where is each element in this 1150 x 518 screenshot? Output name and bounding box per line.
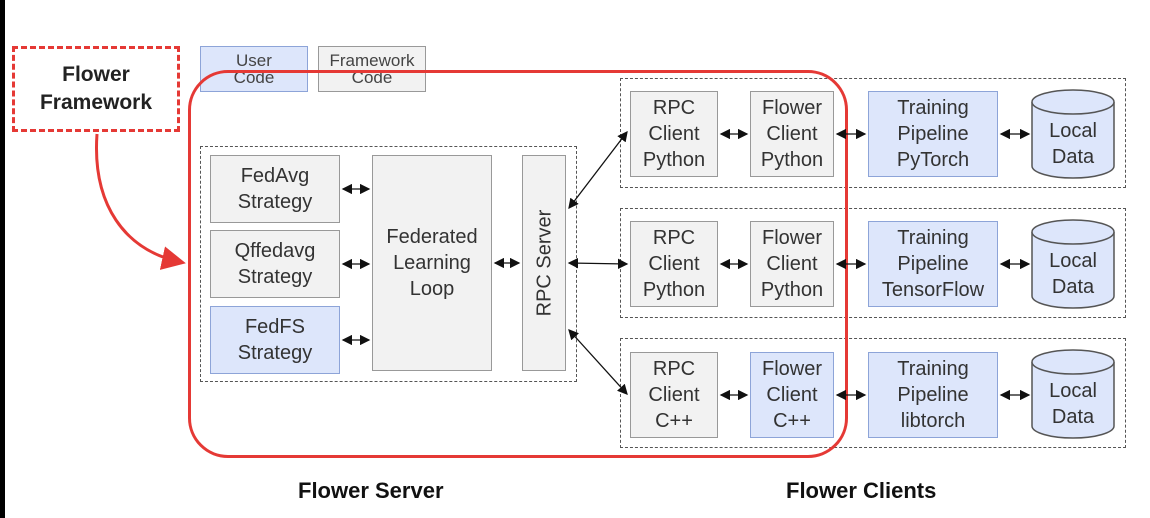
flower-framework-arrow <box>95 133 186 270</box>
training-pipeline-pytorch: Training Pipeline PyTorch <box>868 91 998 177</box>
database-icon <box>1031 349 1115 439</box>
flower-server-caption: Flower Server <box>298 478 444 503</box>
left-edge-bar <box>0 0 5 518</box>
training-pipeline-libtorch: Training Pipeline libtorch <box>868 352 998 438</box>
strategy-fedavg: FedAvg Strategy <box>210 155 340 223</box>
training-pipeline-tensorflow: Training Pipeline TensorFlow <box>868 221 998 307</box>
arrow-rpcserver-client2 <box>567 257 629 270</box>
rpc-server: RPC Server <box>522 155 566 371</box>
local-data-2: Local Data <box>1030 218 1116 310</box>
database-icon <box>1031 219 1115 309</box>
rpc-client-cpp: RPC Client C++ <box>630 352 718 438</box>
local-data-3: Local Data <box>1030 348 1116 440</box>
flower-clients-caption: Flower Clients <box>786 478 937 503</box>
rpc-client-python-2: RPC Client Python <box>630 221 718 307</box>
strategy-qffedavg: Qffedavg Strategy <box>210 230 340 298</box>
database-icon <box>1031 89 1115 179</box>
local-data-1: Local Data <box>1030 88 1116 180</box>
federated-learning-loop: Federated Learning Loop <box>372 155 492 371</box>
rpc-client-python-1: RPC Client Python <box>630 91 718 177</box>
legend-framework-code: Framework Code <box>318 46 426 92</box>
arrow-rpcserver-client1 <box>568 130 628 210</box>
strategy-fedfs: FedFS Strategy <box>210 306 340 374</box>
arrow-rpcserver-client3 <box>568 329 628 395</box>
flower-framework-label: Flower Framework <box>12 46 180 132</box>
flower-client-python-2: Flower Client Python <box>750 221 834 307</box>
